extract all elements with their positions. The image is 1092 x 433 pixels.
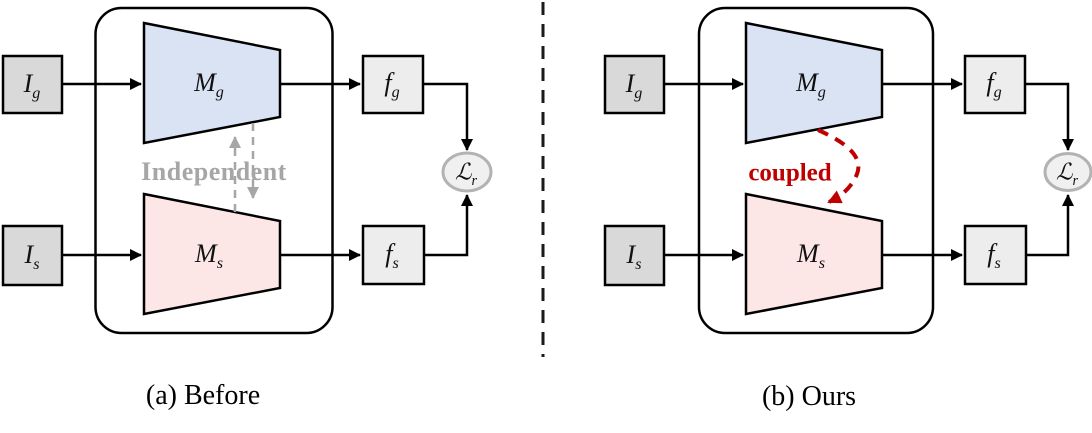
input-s-subscript: s xyxy=(635,256,642,274)
panel-a-feature-g-label: fg xyxy=(384,68,399,101)
feature-g-subscript: g xyxy=(993,84,1002,102)
model-s-symbol: M xyxy=(797,239,819,268)
input-g-symbol: I xyxy=(23,69,33,98)
panel-a-model-s-label: Ms xyxy=(195,239,223,272)
panel-a-caption: (a) Before xyxy=(145,380,261,411)
model-s-subscript: s xyxy=(216,255,223,273)
panel-b-coupled-label: coupled xyxy=(748,159,832,187)
feature-g-subscript: g xyxy=(391,84,400,102)
loss-subscript: r xyxy=(471,173,478,190)
input-g-symbol: I xyxy=(625,69,635,98)
panel-b-loss-node xyxy=(1043,152,1092,192)
panel-b-input-s-label: Is xyxy=(626,240,642,273)
panel-a-feature-s-label: fs xyxy=(385,239,399,272)
input-s-symbol: I xyxy=(626,240,636,269)
input-s-subscript: s xyxy=(33,256,40,274)
panel-b-loss-label: ℒr xyxy=(1055,159,1078,189)
model-g-subscript: g xyxy=(817,84,826,102)
model-g-symbol: M xyxy=(796,68,818,97)
model-g-subscript: g xyxy=(215,84,224,102)
panel-b-caption: (b) Ours xyxy=(761,381,857,412)
loss-symbol: ℒ xyxy=(454,159,472,185)
feature-s-subscript: s xyxy=(392,255,399,273)
panel-b-model-g-trapezoid xyxy=(744,21,884,145)
panel-a-model-container xyxy=(94,6,334,335)
panel-a-feature-s-box xyxy=(361,224,426,286)
feature-s-symbol: f xyxy=(987,239,995,268)
loss-symbol: ℒ xyxy=(1055,159,1073,185)
panel-a-input-g-label: Ig xyxy=(23,69,41,102)
input-s-symbol: I xyxy=(24,240,34,269)
panel-b-model-g-label: Mg xyxy=(796,68,826,101)
panel-b-input-g-label: Ig xyxy=(625,69,643,102)
panel-a-input-g-box xyxy=(1,54,64,115)
feature-g-symbol: f xyxy=(986,68,994,97)
panel-a-arrow-feature-s-to-loss xyxy=(424,194,473,257)
panel-b-model-s-trapezoid xyxy=(744,192,884,316)
panel-a-arrow-feature-g-to-loss xyxy=(423,82,473,151)
panel-a-model-g-trapezoid xyxy=(142,21,282,145)
panel-b-arrow-feature-g-to-loss xyxy=(1025,82,1074,151)
input-g-subscript: g xyxy=(32,85,41,103)
panel-a-feature-g-box xyxy=(361,54,425,115)
model-g-symbol: M xyxy=(194,68,216,97)
panel-a-loss-label: ℒr xyxy=(454,159,477,189)
panel-a-loss-node xyxy=(441,151,493,193)
panel-a-input-s-label: Is xyxy=(24,240,40,273)
panel-b-model-container xyxy=(697,6,935,335)
input-g-subscript: g xyxy=(634,85,643,103)
panel-b-feature-g-label: fg xyxy=(986,68,1001,101)
feature-g-symbol: f xyxy=(384,68,392,97)
panel-b-feature-s-label: fs xyxy=(987,239,1001,272)
loss-subscript: r xyxy=(1072,173,1079,190)
panel-b-coupled-dashed-arrow xyxy=(817,128,861,204)
panel-a-input-s-box xyxy=(1,224,64,287)
model-s-subscript: s xyxy=(818,255,825,273)
panel-b-feature-s-box xyxy=(963,224,1028,286)
panel-a-independent-label: Independent xyxy=(141,157,287,186)
panel-b-model-s-label: Ms xyxy=(797,239,825,272)
panel-a-model-g-label: Mg xyxy=(194,68,224,101)
panel-b-feature-g-box xyxy=(963,54,1027,115)
feature-s-symbol: f xyxy=(385,239,393,268)
model-s-symbol: M xyxy=(195,239,217,268)
panel-b-arrow-feature-s-to-loss xyxy=(1026,194,1074,257)
panel-b-input-g-box xyxy=(603,54,666,115)
feature-s-subscript: s xyxy=(994,255,1001,273)
